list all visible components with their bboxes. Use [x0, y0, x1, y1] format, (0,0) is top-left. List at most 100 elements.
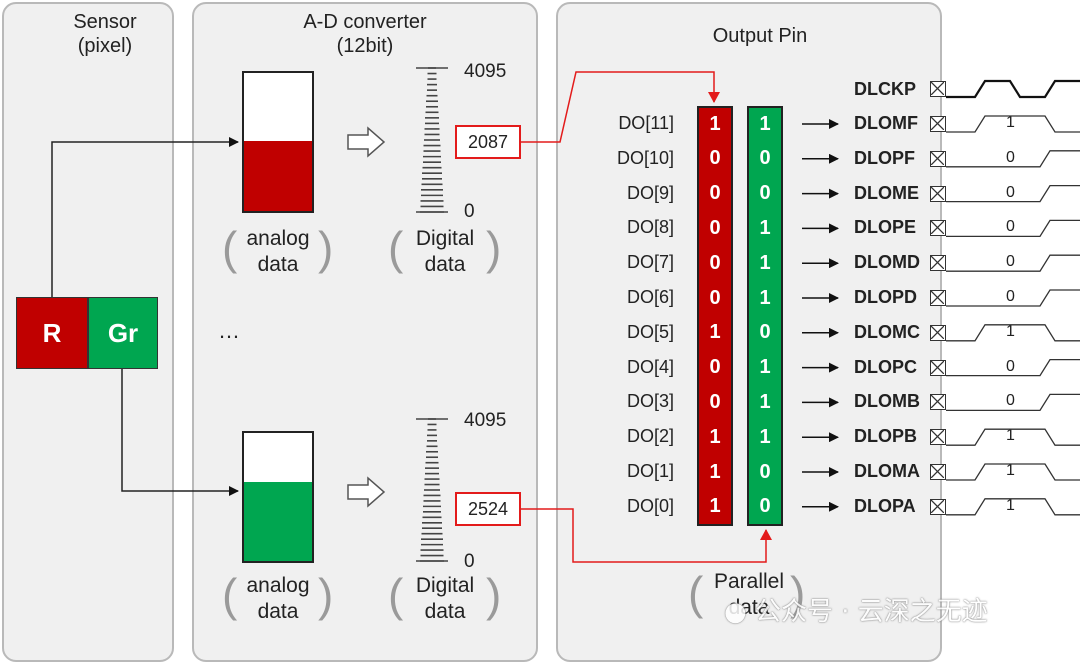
output-title: Output Pin	[712, 25, 808, 47]
pin-label: DLOME	[854, 182, 919, 203]
red-bit-cell: 1	[699, 491, 731, 522]
green-bit-cell: 1	[749, 387, 781, 418]
red-bit-cell: 0	[699, 178, 731, 209]
pin-terminal-icon	[930, 116, 946, 132]
pin-value: 0	[1006, 253, 1015, 271]
bit-label: DO[10]	[616, 147, 674, 168]
pin-label: DLOPD	[854, 287, 917, 307]
paren-left: (	[222, 569, 238, 621]
pin-label: DLOPE	[854, 217, 917, 238]
pin-terminal-icon	[930, 498, 946, 515]
ellipsis: …	[218, 318, 240, 343]
paren-left: (	[388, 569, 404, 621]
pin-value: 1	[1006, 462, 1015, 479]
pin-value: 0	[1006, 288, 1015, 305]
green-bit-cell: 1	[749, 109, 781, 139]
red-bit-cell: 1	[699, 109, 731, 139]
digital-value-2: 2524	[455, 492, 521, 526]
green-bit-cell: 0	[749, 317, 781, 348]
digital-value-1: 2087	[455, 125, 521, 159]
pin-value: 1	[1006, 496, 1015, 514]
bit-label: DO[11]	[618, 113, 674, 133]
paren-right: )	[486, 569, 502, 621]
pin-label: DLOMF	[854, 113, 918, 133]
paren-right: )	[318, 222, 334, 274]
pin-label: DLOMC	[854, 321, 920, 342]
scale-min-2: 0	[464, 551, 475, 572]
bit-label: DO[4]	[626, 356, 674, 377]
red-bit-cell: 0	[699, 283, 731, 313]
bit-label: DO[3]	[626, 391, 674, 412]
pin-value: 0	[1006, 183, 1015, 201]
pin-terminal-icon	[930, 150, 946, 167]
green-bit-cell: 1	[749, 422, 781, 453]
pin-terminal-icon	[930, 464, 946, 480]
pin-terminal-icon	[930, 185, 946, 202]
clock-pin-label: DLCKP	[854, 79, 916, 99]
adc-title: A-D converter(12bit)	[303, 11, 427, 57]
sensor-title: Sensor(pixel)	[73, 11, 137, 57]
green-bit-cell: 0	[749, 143, 781, 174]
clock-waveform	[946, 79, 1080, 99]
red-bit-cell: 0	[699, 248, 731, 279]
red-bit-cell: 0	[699, 352, 731, 383]
green-bit-cell: 0	[749, 491, 781, 522]
green-bit-cell: 1	[749, 248, 781, 279]
paren-right: )	[318, 569, 334, 621]
green-bit-cell: 1	[749, 352, 781, 383]
bit-label: DO[6]	[626, 287, 674, 307]
pin-terminal-icon	[930, 220, 946, 237]
chat-icon: ●	[724, 597, 747, 627]
pin-terminal-icon	[930, 324, 946, 341]
pin-label: DLOPA	[854, 495, 916, 516]
pin-value: 0	[1006, 218, 1015, 236]
pin-terminal-icon	[930, 429, 946, 446]
green-bit-cell: 1	[749, 283, 781, 313]
red-bit-cell: 1	[699, 317, 731, 348]
scale-max-1: 4095	[464, 61, 507, 82]
watermark: ● 公众号 · 云深之无迹	[724, 597, 988, 627]
analog-bar-1	[242, 71, 314, 213]
red-bit-cell: 1	[699, 457, 731, 487]
bit-label: DO[8]	[626, 217, 674, 238]
scale-max-2: 4095	[464, 410, 507, 431]
red-bit-column: 1 0 0 0 0 0 1 0 0 1 1 1	[697, 106, 733, 526]
pixel-r: R	[16, 297, 88, 369]
pin-terminal-icon	[930, 290, 946, 306]
bit-label: DO[9]	[626, 182, 674, 203]
bit-label: DO[1]	[626, 461, 674, 481]
clock-pin-terminal-icon	[930, 81, 946, 97]
bit-label: DO[7]	[626, 252, 674, 273]
pin-label: DLOMB	[854, 391, 920, 412]
paren-left: (	[388, 222, 404, 274]
pin-value: 0	[1006, 148, 1015, 166]
pin-value: 0	[1006, 392, 1015, 410]
pin-value: 1	[1006, 427, 1015, 445]
green-bit-cell: 0	[749, 457, 781, 487]
pin-value: 1	[1006, 322, 1015, 340]
paren-right: )	[486, 222, 502, 274]
pin-value: 1	[1006, 114, 1015, 131]
bit-label: DO[0]	[626, 495, 674, 516]
red-bit-cell: 0	[699, 143, 731, 174]
paren-left: (	[688, 567, 704, 619]
red-bit-cell: 0	[699, 387, 731, 418]
pin-value: 0	[1006, 357, 1015, 375]
scale-min-1: 0	[464, 201, 475, 222]
pin-label: DLOPC	[854, 356, 917, 377]
green-bit-cell: 1	[749, 213, 781, 244]
red-bit-cell: 1	[699, 422, 731, 453]
pixel-gr: Gr	[88, 297, 158, 369]
pin-terminal-icon	[930, 255, 946, 272]
red-bit-cell: 0	[699, 213, 731, 244]
pin-terminal-icon	[930, 359, 946, 376]
pin-label: DLOMA	[854, 461, 920, 481]
bit-label: DO[5]	[626, 321, 674, 342]
pin-label: DLOPB	[854, 426, 917, 447]
